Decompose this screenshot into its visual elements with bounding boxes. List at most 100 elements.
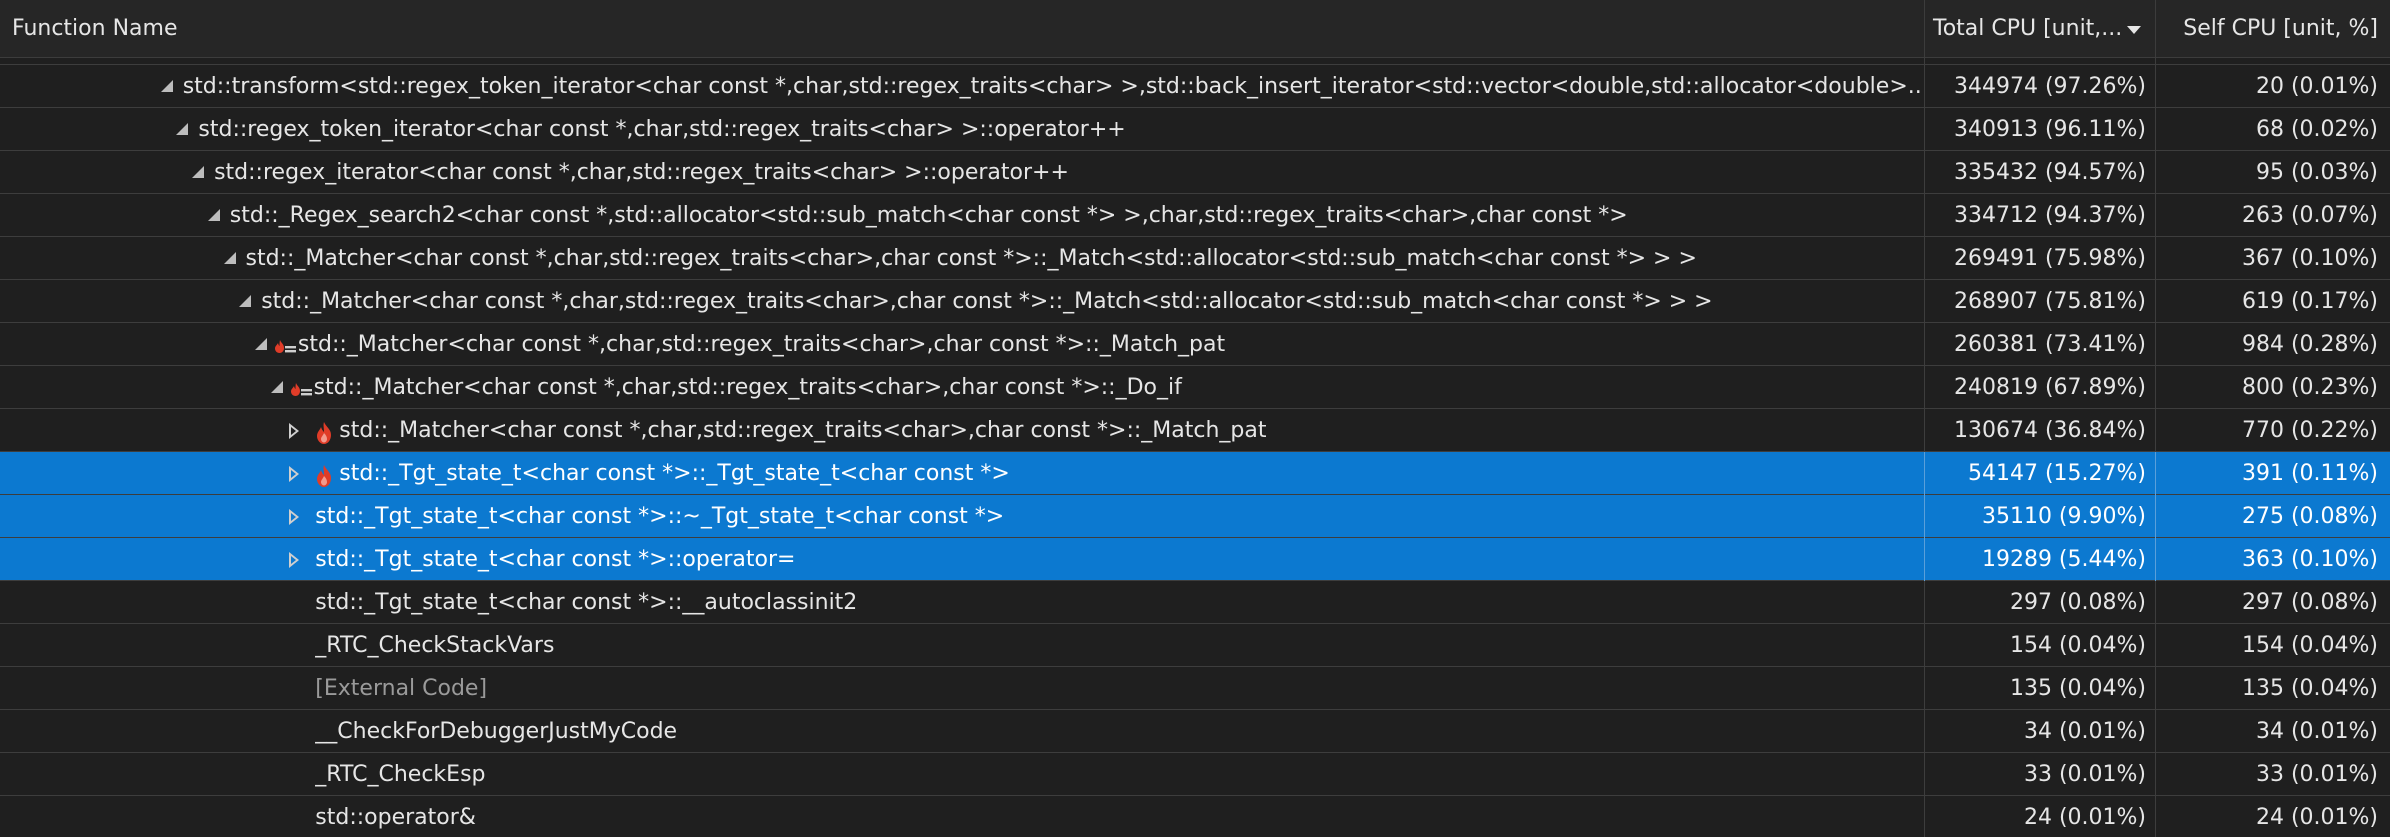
self-cpu-cell: 770 (0.22%) — [2241, 418, 2378, 443]
total-cpu-cell: 260381 (73.41%) — [1925, 323, 2156, 366]
function-name-cell: std::transform<std::regex_token_iterator… — [0, 65, 1925, 108]
function-name-cell: [External Code] — [0, 667, 1925, 710]
self-cpu-cell: 800 (0.23%) — [2241, 375, 2378, 400]
table-row[interactable]: std::_Regex_search2<char const *,std::al… — [0, 194, 2390, 237]
total-cpu-cell: 154 (0.04%) — [1925, 624, 2156, 667]
function-name-label: std::_Matcher<char const *,char,std::reg… — [339, 418, 1267, 443]
function-name-label: _RTC_CheckEsp — [315, 762, 486, 787]
self-cpu-cell: 20 (0.01%) — [2255, 74, 2378, 99]
self-cpu-cell: 367 (0.10%) — [2241, 246, 2378, 271]
function-name-label: std::regex_iterator<char const *,char,st… — [214, 160, 1069, 185]
table-row[interactable]: std::_Matcher<char const *,char,std::reg… — [0, 280, 2390, 323]
function-name-cell: std::_Tgt_state_t<char const *>::_Tgt_st… — [0, 452, 1925, 495]
hot-path-small-icon — [288, 375, 314, 401]
function-name-label: std::_Tgt_state_t<char const *>::~_Tgt_s… — [315, 504, 1005, 529]
function-name-cell: std::operator& — [0, 796, 1925, 837]
function-name-label: std::_Tgt_state_t<char const *>::_Tgt_st… — [339, 461, 1010, 486]
function-name-label: std::_Tgt_state_t<char const *>::operato… — [315, 547, 796, 572]
total-cpu-cell: 344974 (97.26%) — [1925, 65, 2156, 108]
function-name-cell: std::regex_iterator<char const *,char,st… — [0, 151, 1925, 194]
self-cpu-cell: 33 (0.01%) — [2255, 762, 2378, 787]
total-cpu-cell: 54147 (15.27%) — [1925, 452, 2156, 495]
table-row[interactable]: _RTC_CheckStackVars 154 (0.04%) 154 (0.04%… — [0, 624, 2390, 667]
self-cpu-cell: 24 (0.01%) — [2255, 805, 2378, 830]
self-cpu-cell: 263 (0.07%) — [2241, 203, 2378, 228]
table-row[interactable]: std::transform<std::regex_token_iterator… — [0, 65, 2390, 108]
table-row[interactable]: std::_Matcher<char const *,char,std::reg… — [0, 366, 2390, 409]
function-name-cell: _RTC_CheckEsp — [0, 753, 1925, 796]
function-name-cell: std::_Matcher<char const *,char,std::reg… — [0, 366, 1925, 409]
collapse-arrow-icon[interactable] — [206, 194, 222, 237]
collapse-arrow-icon[interactable] — [253, 323, 269, 366]
table-row[interactable]: CCArchiveReader::readTSVFile355643 (99.7… — [0, 57, 2390, 65]
column-header-total-cpu-label: Total CPU [unit,... — [1933, 16, 2123, 41]
function-name-cell: std::_Matcher<char const *,char,std::reg… — [0, 237, 1925, 280]
self-cpu-cell: 34 (0.01%) — [2255, 719, 2378, 744]
total-cpu-cell: 268907 (75.81%) — [1925, 280, 2156, 323]
hot-path-small-icon — [272, 332, 298, 358]
expand-arrow-icon[interactable] — [286, 538, 302, 581]
total-cpu-cell: 334712 (94.37%) — [1925, 194, 2156, 237]
call-tree-rows: CCArchiveReader::readTSVFile355643 (99.7… — [0, 57, 2390, 837]
self-cpu-cell: 0 (0.00%) — [2156, 57, 2390, 65]
table-row[interactable]: std::_Matcher<char const *,char,std::reg… — [0, 237, 2390, 280]
function-name-label: CCArchiveReader::readTSVFile — [167, 57, 501, 65]
self-cpu-cell: 154 (0.04%) — [2241, 633, 2378, 658]
self-cpu-cell: 391 (0.11%) — [2241, 461, 2378, 486]
expand-arrow-icon[interactable] — [286, 495, 302, 538]
column-header-total-cpu[interactable]: Total CPU [unit,... — [1925, 0, 2156, 57]
table-row[interactable]: std::_Matcher<char const *,char,std::reg… — [0, 409, 2390, 452]
table-row[interactable]: [External Code]135 (0.04%)135 (0.04%) — [0, 667, 2390, 710]
total-cpu-cell: 35110 (9.90%) — [1925, 495, 2156, 538]
table-row[interactable]: _RTC_CheckEsp 33 (0.01%) 33 (0.01%) — [0, 753, 2390, 796]
column-header-function-name[interactable]: Function Name — [0, 0, 1925, 57]
function-name-cell: std::regex_token_iterator<char const *,c… — [0, 108, 1925, 151]
collapse-arrow-icon[interactable] — [222, 237, 238, 280]
column-header-self-cpu[interactable]: Self CPU [unit, %] — [2183, 16, 2378, 41]
function-name-cell: std::_Tgt_state_t<char const *>::__autoc… — [0, 581, 1925, 624]
table-row[interactable]: std::_Tgt_state_t<char const *>::__autoc… — [0, 581, 2390, 624]
function-name-cell: __CheckForDebuggerJustMyCode — [0, 710, 1925, 753]
function-name-cell: std::_Tgt_state_t<char const *>::~_Tgt_s… — [0, 495, 1925, 538]
flame-icon — [311, 461, 337, 487]
column-header-row: Function Name Total CPU [unit,... Self C… — [0, 0, 2390, 58]
function-name-label: [External Code] — [315, 676, 488, 701]
total-cpu-cell: 297 (0.08%) — [1925, 581, 2156, 624]
collapse-arrow-icon[interactable] — [174, 108, 190, 151]
table-row[interactable]: std::regex_iterator<char const *,char,st… — [0, 151, 2390, 194]
function-name-cell: CCArchiveReader::readTSVFile — [0, 57, 1925, 65]
expand-arrow-icon[interactable] — [286, 409, 302, 452]
expand-arrow-icon[interactable] — [286, 452, 302, 495]
table-row[interactable]: std::_Tgt_state_t<char const *>::_Tgt_st… — [0, 452, 2390, 495]
function-name-cell: std::_Tgt_state_t<char const *>::operato… — [0, 538, 1925, 581]
collapse-arrow-icon[interactable] — [143, 57, 159, 65]
self-cpu-cell: 297 (0.08%) — [2241, 590, 2378, 615]
function-name-label: std::_Tgt_state_t<char const *>::__autoc… — [315, 590, 858, 615]
collapse-arrow-icon[interactable] — [237, 280, 253, 323]
function-name-label: std::_Regex_search2<char const *,std::al… — [229, 203, 1628, 228]
self-cpu-cell: 984 (0.28%) — [2241, 332, 2378, 357]
collapse-arrow-icon[interactable] — [269, 366, 285, 409]
collapse-arrow-icon[interactable] — [190, 151, 206, 194]
table-row[interactable]: std::_Tgt_state_t<char const *>::~_Tgt_s… — [0, 495, 2390, 538]
self-cpu-cell: 135 (0.04%) — [2241, 676, 2378, 701]
total-cpu-cell: 33 (0.01%) — [1925, 753, 2156, 796]
function-name-cell: std::_Matcher<char const *,char,std::reg… — [0, 323, 1925, 366]
function-name-cell: std::_Regex_search2<char const *,std::al… — [0, 194, 1925, 237]
call-tree-body[interactable]: CCArchiveReader::readTSVFile355643 (99.7… — [0, 57, 2390, 837]
total-cpu-cell: 240819 (67.89%) — [1925, 366, 2156, 409]
table-row[interactable]: std::_Tgt_state_t<char const *>::operato… — [0, 538, 2390, 581]
function-name-label: __CheckForDebuggerJustMyCode — [315, 719, 678, 744]
table-row[interactable]: std::regex_token_iterator<char const *,c… — [0, 108, 2390, 151]
self-cpu-cell: 68 (0.02%) — [2255, 117, 2378, 142]
self-cpu-cell: 363 (0.10%) — [2241, 547, 2378, 572]
function-name-cell: std::_Matcher<char const *,char,std::reg… — [0, 280, 1925, 323]
total-cpu-cell: 269491 (75.98%) — [1925, 237, 2156, 280]
function-name-label: _RTC_CheckStackVars — [315, 633, 555, 658]
collapse-arrow-icon[interactable] — [159, 65, 175, 108]
table-row[interactable]: std::operator&24 (0.01%)24 (0.01%) — [0, 796, 2390, 837]
function-name-cell: std::_Matcher<char const *,char,std::reg… — [0, 409, 1925, 452]
table-row[interactable]: std::_Matcher<char const *,char,std::reg… — [0, 323, 2390, 366]
